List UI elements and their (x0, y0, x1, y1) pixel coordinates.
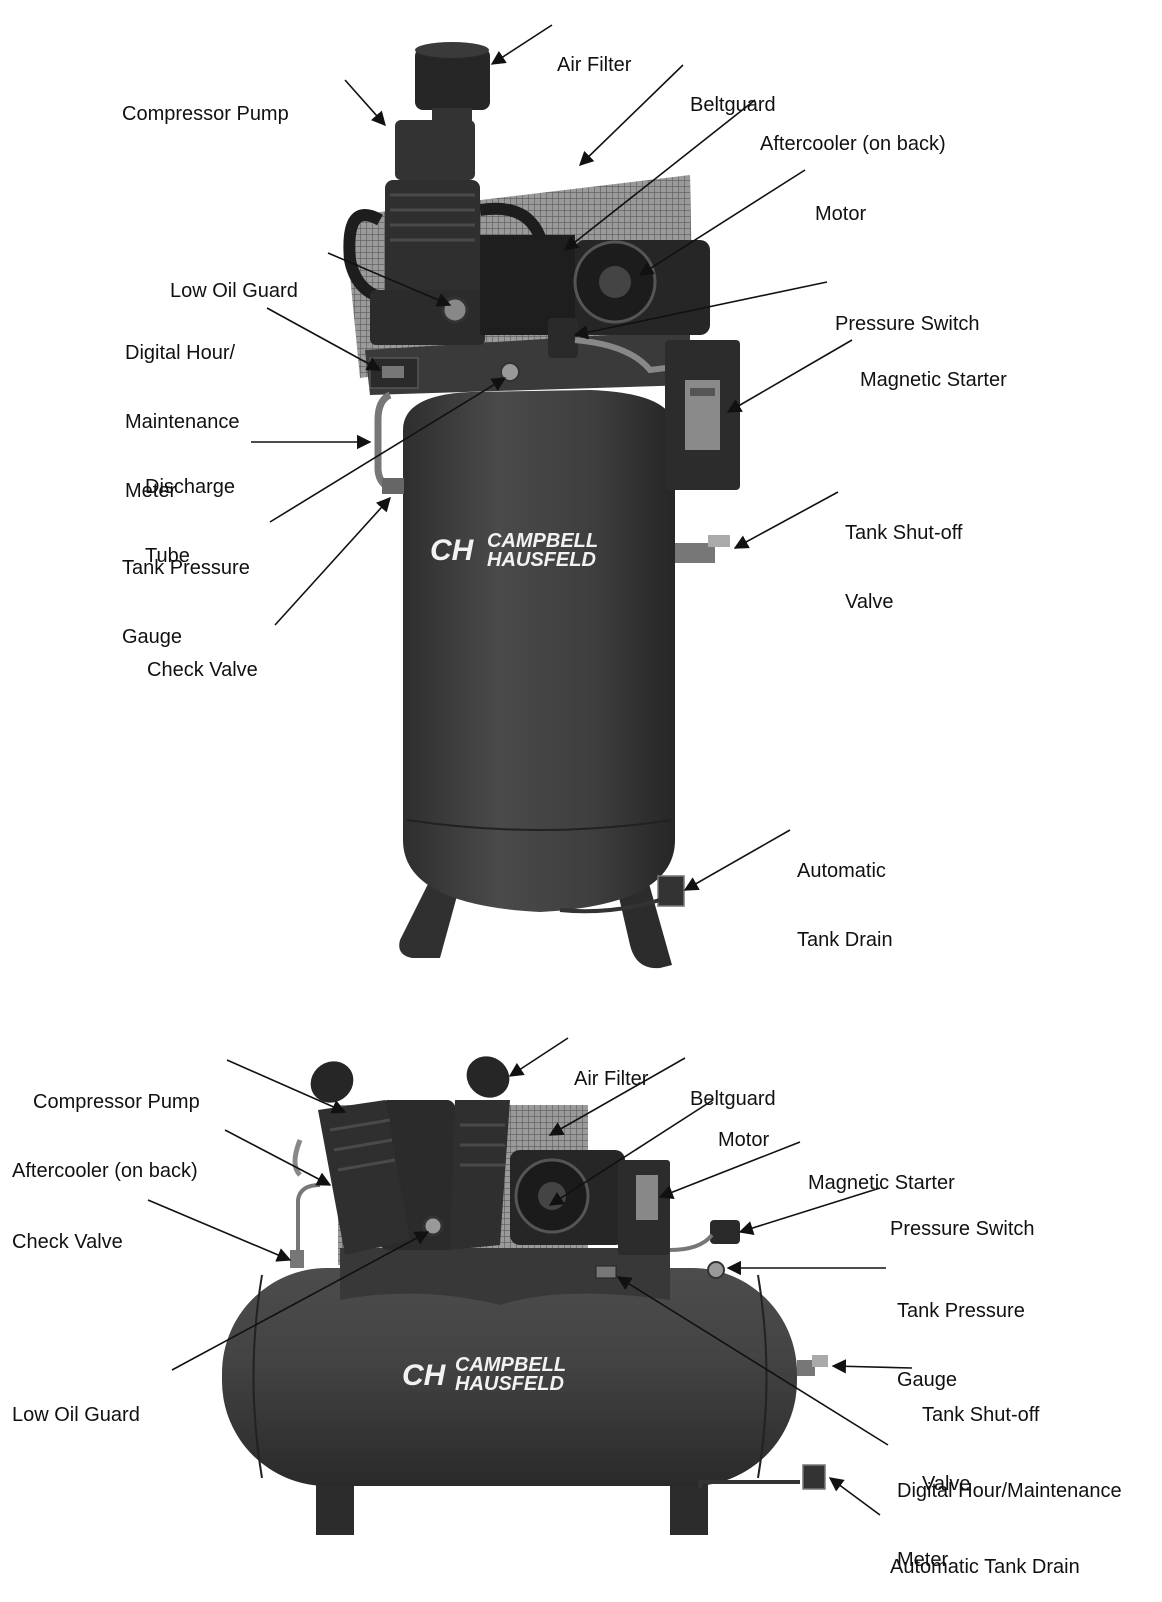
label-pressure-switch: Pressure Switch (835, 313, 980, 335)
label-magnetic-starter-h: Magnetic Starter (808, 1172, 955, 1194)
label-hour-meter: Digital Hour/ Maintenance Meter (125, 342, 240, 502)
label-tank-drain-h: Automatic Tank Drain (890, 1556, 1080, 1578)
label-tank-pressure-gauge: Tank Pressure Gauge (122, 557, 250, 648)
label-low-oil-guard-h: Low Oil Guard (12, 1404, 140, 1426)
horizontal-air-filter (310, 1056, 510, 1103)
horizontal-pump (292, 1100, 510, 1255)
label-motor-h: Motor (718, 1129, 770, 1151)
label-shutoff-valve: Tank Shut-off Valve (845, 522, 963, 613)
vertical-motor (573, 240, 710, 335)
vertical-leader-lines (251, 24, 853, 891)
horizontal-compressor: CH CAMPBELL HAUSFELD (222, 1056, 828, 1535)
horizontal-pressure-switch (669, 1220, 740, 1252)
label-check-valve: Check Valve (147, 659, 258, 681)
vertical-tank-drain (657, 875, 685, 907)
label-compressor-pump: Compressor Pump (122, 103, 289, 125)
horizontal-shutoff-valve (797, 1355, 828, 1376)
vertical-logo: CH CAMPBELL HAUSFELD (430, 530, 598, 571)
label-motor: Motor (815, 203, 867, 225)
svg-text:CH: CH (402, 1359, 447, 1392)
label-check-valve-h: Check Valve (12, 1231, 123, 1253)
label-beltguard: Beltguard (690, 94, 776, 116)
vertical-discharge-tube (374, 391, 401, 492)
vertical-magnetic-starter (665, 340, 740, 490)
vertical-tank-leg-right (615, 880, 672, 969)
vertical-air-filter (415, 42, 490, 124)
horizontal-leader-lines (147, 1037, 913, 1516)
vertical-tank-pressure-gauge (500, 362, 520, 382)
svg-text:CAMPBELL: CAMPBELL (487, 530, 598, 552)
svg-text:CH: CH (430, 534, 475, 567)
label-magnetic-starter: Magnetic Starter (860, 369, 1007, 391)
horizontal-tank (222, 1268, 797, 1486)
label-low-oil-guard: Low Oil Guard (170, 280, 298, 302)
label-aftercooler-h: Aftercooler (on back) (12, 1160, 198, 1182)
label-tank-pressure-gauge-h: Tank Pressure Gauge (897, 1300, 1025, 1391)
label-discharge-tube: Discharge Tube (145, 476, 236, 567)
label-aftercooler: Aftercooler (on back) (760, 133, 946, 155)
vertical-tank-leg-left (399, 880, 460, 958)
horizontal-motor (510, 1150, 625, 1245)
compressor-diagram: CH CAMPBELL HAUSFELD (147, 24, 913, 1535)
label-air-filter: Air Filter (557, 54, 632, 76)
horizontal-hour-meter-box (595, 1265, 617, 1279)
horizontal-tank-drain (698, 1464, 826, 1490)
svg-text:CAMPBELL: CAMPBELL (455, 1354, 566, 1376)
vertical-pump (343, 120, 551, 345)
vertical-shutoff-valve (675, 535, 730, 563)
label-pressure-switch-h: Pressure Switch (890, 1218, 1035, 1240)
vertical-check-valve (382, 478, 404, 494)
vertical-tank (403, 390, 675, 912)
horizontal-magnetic-starter (618, 1160, 670, 1255)
svg-text:HAUSFELD: HAUSFELD (455, 1373, 564, 1395)
horizontal-platform (340, 1248, 670, 1305)
label-beltguard-h: Beltguard (690, 1088, 776, 1110)
vertical-pressure-switch (548, 318, 578, 358)
label-shutoff-valve-h: Tank Shut-off Valve (922, 1404, 1040, 1495)
svg-text:HAUSFELD: HAUSFELD (487, 549, 596, 571)
vertical-compressor: CH CAMPBELL HAUSFELD (343, 42, 740, 969)
horizontal-tank-pressure-gauge (707, 1261, 725, 1279)
label-air-filter-h: Air Filter (574, 1068, 649, 1090)
label-compressor-pump-h: Compressor Pump (33, 1091, 200, 1113)
horizontal-logo: CH CAMPBELL HAUSFELD (402, 1354, 566, 1395)
horizontal-check-valve (290, 1250, 304, 1268)
label-tank-drain: Automatic Tank Drain (797, 860, 893, 951)
